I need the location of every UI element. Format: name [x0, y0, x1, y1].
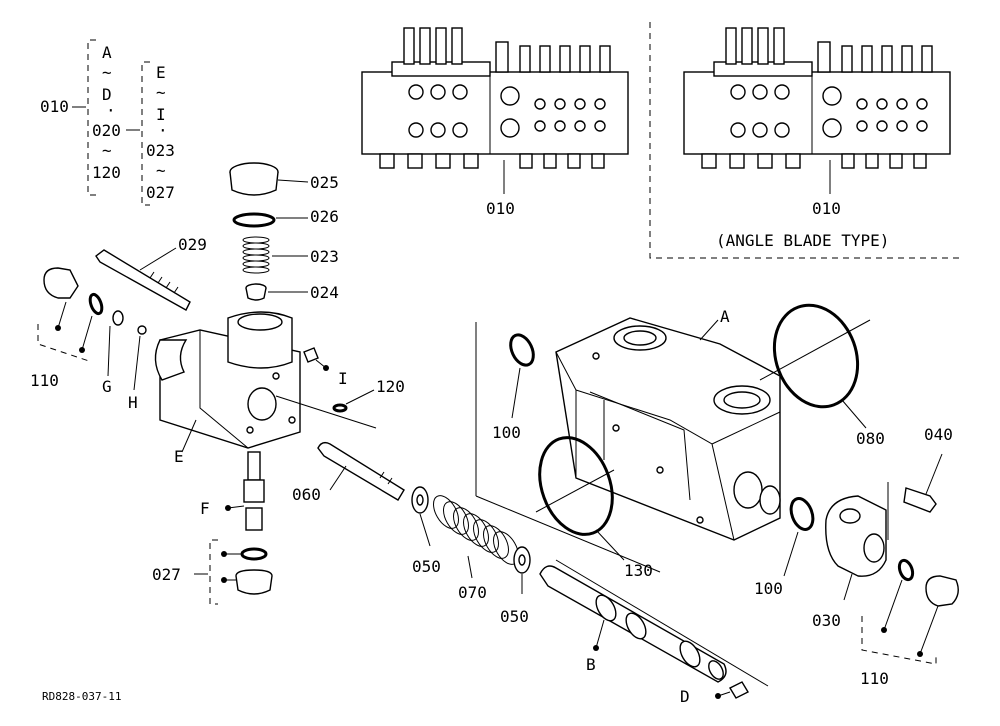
label-120: 120	[376, 377, 405, 396]
valve-section-a-body	[555, 317, 781, 541]
label-g: G	[102, 377, 112, 396]
label-110-left: 110	[30, 371, 59, 390]
legend-root-label: 010	[40, 97, 69, 116]
legend-right-item-i: I	[156, 105, 166, 124]
label-f: F	[200, 499, 210, 518]
drawing-code: RD828-037-11	[42, 690, 121, 703]
label-030: 030	[812, 611, 841, 630]
label-027: 027	[152, 565, 181, 584]
label-024: 024	[310, 283, 339, 302]
end-cap-030-group: 030 040 110	[812, 425, 959, 688]
spring-070	[433, 495, 519, 565]
label-130: 130	[624, 561, 653, 580]
legend-right-item-e: E	[156, 63, 166, 82]
valve-section-e-group: 025 026 023 024 029	[30, 162, 405, 605]
label-029: 029	[178, 235, 207, 254]
legend-right-tilde-2: ~	[156, 161, 166, 180]
label-050-b: 050	[500, 607, 529, 626]
label-110-right: 110	[860, 669, 889, 688]
label-i: I	[338, 369, 348, 388]
angle-blade-type-panel: 010 (ANGLE BLADE TYPE)	[649, 22, 964, 259]
legend-right-dot: ·	[158, 121, 168, 140]
legend-left-tilde-2: ~	[102, 141, 112, 160]
label-d: D	[680, 687, 690, 706]
label-050-a: 050	[412, 557, 441, 576]
label-080: 080	[856, 429, 885, 448]
legend-right-item-023: 023	[146, 141, 175, 160]
label-060: 060	[292, 485, 321, 504]
label-100-a: 100	[492, 423, 521, 442]
legend-left-item-d: D	[102, 85, 112, 104]
label-e: E	[174, 447, 184, 466]
legend-right-item-027: 027	[146, 183, 175, 202]
control-valve-assembly-standard: 010	[361, 27, 629, 218]
label-040: 040	[924, 425, 953, 444]
label-025: 025	[310, 173, 339, 192]
valve-section-e-body	[154, 311, 301, 449]
legend-left-item-020: 020	[92, 121, 121, 140]
legend-left-item-a: A	[102, 43, 112, 62]
label-100-b: 100	[754, 579, 783, 598]
part-hierarchy-legend: 010 A ~ D · 020 ~ 120 E ~ I · 023 ~ 027	[40, 39, 175, 206]
label-023: 023	[310, 247, 339, 266]
angle-blade-caption: (ANGLE BLADE TYPE)	[716, 231, 889, 250]
standard-assembly-label: 010	[486, 199, 515, 218]
spring-023	[242, 236, 270, 274]
label-a: A	[720, 307, 730, 326]
angle-assembly-label: 010	[812, 199, 841, 218]
legend-right-tilde-1: ~	[156, 83, 166, 102]
legend-left-tilde-1: ~	[102, 63, 112, 82]
label-026: 026	[310, 207, 339, 226]
label-b: B	[586, 655, 596, 674]
valve-section-a-group: A 100 130 080 100	[475, 303, 885, 598]
legend-left-item-120: 120	[92, 163, 121, 182]
label-070: 070	[458, 583, 487, 602]
spool-assembly-group: 060 050 070 050 B	[292, 441, 769, 706]
label-h: H	[128, 393, 138, 412]
legend-left-dot: ·	[106, 101, 116, 120]
